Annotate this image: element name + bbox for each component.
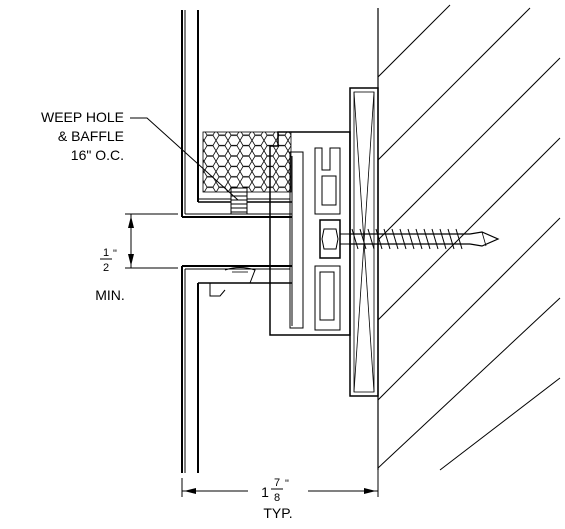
weep-label-line1: WEEP HOLE [41, 109, 124, 125]
width-fraction-denominator: 8 [274, 492, 280, 504]
gap-dimension [125, 213, 178, 269]
weep-label-line3: 16" O.C. [71, 147, 124, 163]
width-note: TYP. [263, 505, 292, 521]
lower-panel [181, 265, 292, 473]
gap-note: MIN. [95, 287, 125, 303]
substrate-wall [377, 4, 561, 471]
weep-leader-line [130, 117, 239, 201]
width-fraction-numerator: 7 [274, 477, 280, 489]
weep-hole [230, 187, 248, 215]
width-whole-number: 1 [261, 484, 269, 500]
width-unit: " [285, 478, 289, 490]
weep-label-line2: & BAFFLE [58, 128, 124, 144]
gap-unit: " [113, 248, 117, 260]
gap-fraction-numerator: 1 [103, 247, 109, 259]
fastener-screw [319, 219, 500, 259]
width-dimension [181, 470, 379, 497]
gap-fraction-denominator: 2 [103, 262, 109, 274]
